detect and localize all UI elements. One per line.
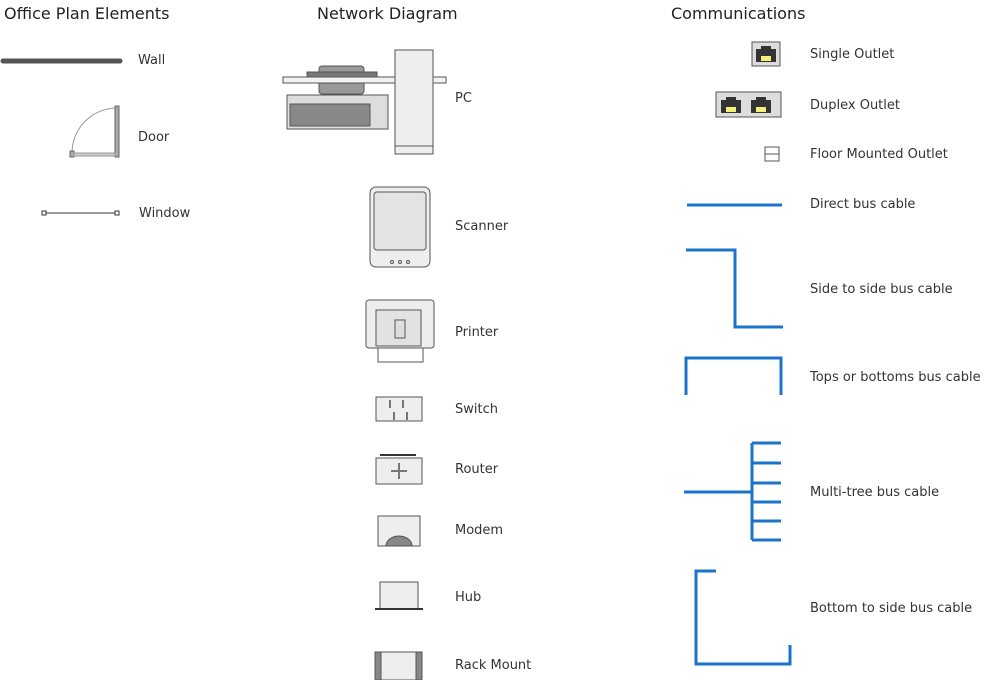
side-to-side-bus-cable-label: Side to side bus cable [810, 282, 953, 297]
modem-shape[interactable] [377, 515, 421, 547]
modem-label: Modem [455, 523, 504, 538]
switch-shape[interactable] [375, 396, 423, 422]
pc-label: PC [455, 91, 472, 106]
network-diagram-header: Network Diagram [317, 4, 458, 23]
multi-tree-bus-cable-shape[interactable] [684, 441, 781, 542]
bottom-to-side-bus-cable-shape[interactable] [694, 569, 792, 666]
scanner-label: Scanner [455, 219, 509, 234]
floor-mounted-outlet-shape[interactable] [764, 146, 780, 162]
router-label: Router [455, 462, 499, 477]
single-outlet-label: Single Outlet [810, 47, 895, 62]
multi-tree-bus-cable-label: Multi-tree bus cable [810, 485, 940, 500]
office-plan-header: Office Plan Elements [4, 4, 170, 23]
scanner-shape[interactable] [369, 186, 431, 268]
door-shape[interactable] [69, 105, 120, 158]
window-label: Window [139, 206, 191, 221]
tops-bottoms-bus-cable-label: Tops or bottoms bus cable [810, 370, 981, 385]
duplex-outlet-shape[interactable] [715, 91, 782, 118]
single-outlet-shape[interactable] [751, 41, 781, 67]
hub-shape[interactable] [375, 581, 423, 610]
door-label: Door [138, 130, 170, 145]
rack-mount-label: Rack Mount [455, 658, 532, 673]
communications-header: Communications [671, 4, 806, 23]
bottom-to-side-bus-cable-label: Bottom to side bus cable [810, 601, 973, 616]
router-shape[interactable] [375, 454, 423, 485]
hub-label: Hub [455, 590, 482, 605]
floor-mounted-outlet-label: Floor Mounted Outlet [810, 147, 948, 162]
rack-mount-shape[interactable] [374, 651, 423, 680]
window-shape[interactable] [41, 210, 120, 216]
side-to-side-bus-cable-shape[interactable] [686, 248, 783, 329]
duplex-outlet-label: Duplex Outlet [810, 98, 900, 113]
printer-label: Printer [455, 325, 499, 340]
tops-bottoms-bus-cable-shape[interactable] [684, 356, 783, 395]
switch-label: Switch [455, 402, 498, 417]
printer-shape[interactable] [365, 299, 435, 363]
wall-label: Wall [138, 53, 166, 68]
pc-shape[interactable] [282, 49, 447, 155]
direct-bus-cable-label: Direct bus cable [810, 197, 916, 212]
